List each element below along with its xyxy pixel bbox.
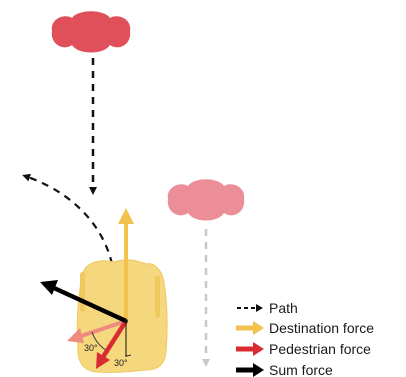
cloud-shape-icon	[167, 179, 245, 221]
angle-label-left: 30°	[84, 343, 98, 353]
legend-path-label: Path	[269, 300, 298, 316]
legend-item-pedestrian-force: Pedestrian force	[236, 341, 371, 357]
angle-label-right: 30°	[114, 358, 128, 368]
legend: Path Destination force Pedestrian force …	[236, 300, 374, 377]
legend-item-sum-force: Sum force	[236, 362, 333, 377]
legend-pedestrian-force-label: Pedestrian force	[269, 341, 371, 357]
destination-force-arrow	[118, 208, 134, 321]
pedestrian-force-light-arrow	[67, 319, 127, 343]
agent-path	[22, 173, 114, 265]
legend-destination-force-label: Destination force	[269, 320, 374, 336]
legend-sum-force-label: Sum force	[269, 362, 333, 377]
agent-center-dot	[124, 319, 128, 323]
rounded-body-icon	[76, 259, 168, 373]
legend-item-destination-force: Destination force	[236, 320, 374, 336]
sum-force-arrow	[40, 280, 127, 324]
pedestrian-force-arrow	[96, 319, 128, 369]
legend-item-path: Path	[237, 300, 298, 316]
cloud-shape-icon	[51, 11, 131, 53]
